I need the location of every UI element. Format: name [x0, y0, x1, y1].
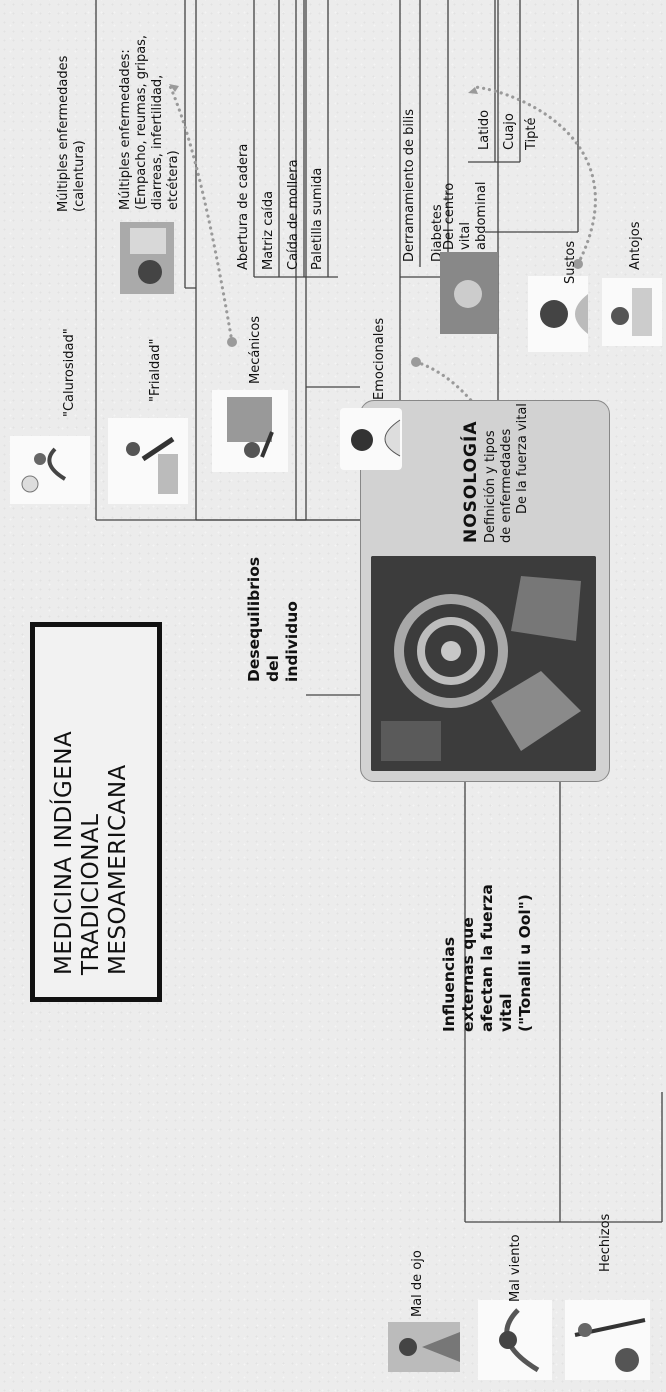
relation-mecanicos-latido — [168, 84, 234, 344]
nosologia-title: NOSOLOGÍA — [461, 420, 481, 544]
calurosidad-label[interactable]: "Calurosidad" — [62, 328, 77, 417]
mal-viento-illustration — [478, 1300, 552, 1380]
emocionales-label[interactable]: Emocionales — [372, 317, 387, 400]
sustos-illustration — [528, 276, 588, 352]
mecanicos-item-4[interactable]: Paletilla sumida — [310, 167, 325, 270]
desequilibrios-label[interactable]: Desequilibrios del individuo — [245, 556, 301, 682]
mecanicos-illustration — [212, 390, 288, 472]
mal-de-ojo-label[interactable]: Mal de ojo — [410, 1250, 425, 1317]
frialdad-detail: Múltiples enfermedades: (Empacho, reumas… — [118, 34, 181, 210]
frialdad-illustration — [108, 418, 188, 504]
mecanicos-label[interactable]: Mecánicos — [248, 315, 263, 384]
mal-de-ojo-illustration — [388, 1322, 460, 1372]
hechizos-label[interactable]: Hechizos — [598, 1213, 613, 1272]
fuerza-vital-label[interactable]: De la fuerza vital — [515, 403, 530, 514]
mal-viento-label[interactable]: Mal viento — [508, 1234, 523, 1302]
main-title: MEDICINA INDÍGENA TRADICIONAL MESOAMERIC… — [51, 730, 131, 975]
frialdad-detail-photo — [120, 222, 174, 294]
calurosidad-detail: Múltiples enfermedades (calentura) — [56, 55, 87, 212]
hechizos-illustration — [565, 1300, 650, 1380]
mecanicos-item-2[interactable]: Matriz caída — [261, 190, 276, 270]
antojos-label[interactable]: Antojos — [628, 221, 643, 270]
mecanicos-item-3[interactable]: Caída de mollera — [286, 159, 301, 270]
influencias-label[interactable]: Influencias externas que afectan la fuer… — [440, 884, 534, 1032]
fuerza-vital-item-tipte[interactable]: Tipté — [524, 117, 539, 151]
emocionales-illustration — [340, 408, 402, 470]
antojos-illustration — [602, 278, 662, 346]
nosologia-node[interactable]: NOSOLOGÍA Definición y tipos de enfermed… — [360, 400, 610, 782]
fuerza-vital-item-cuajo[interactable]: Cuajo — [502, 113, 517, 150]
codex-illustration — [371, 556, 596, 771]
centro-vital-photo — [440, 252, 498, 334]
influencias-lines — [464, 695, 662, 1223]
relation-emocionales-sustos — [414, 360, 540, 534]
frialdad-label[interactable]: "Frialdad" — [148, 338, 163, 403]
calurosidad-illustration — [10, 436, 90, 504]
fuerza-vital-item-latido[interactable]: Latido — [477, 109, 492, 150]
nosologia-subtitle: Definición y tipos de enfermedades — [483, 428, 514, 543]
mecanicos-item-1[interactable]: Abertura de cadera — [236, 143, 251, 270]
relation-sustos-diabetes — [473, 85, 597, 266]
sustos-label[interactable]: Sustos — [563, 240, 578, 284]
emocionales-item-1[interactable]: Derramamiento de bilis — [402, 108, 417, 262]
title-box: MEDICINA INDÍGENA TRADICIONAL MESOAMERIC… — [30, 622, 162, 1002]
centro-vital-label[interactable]: Del centro vital abdominal — [442, 181, 489, 250]
